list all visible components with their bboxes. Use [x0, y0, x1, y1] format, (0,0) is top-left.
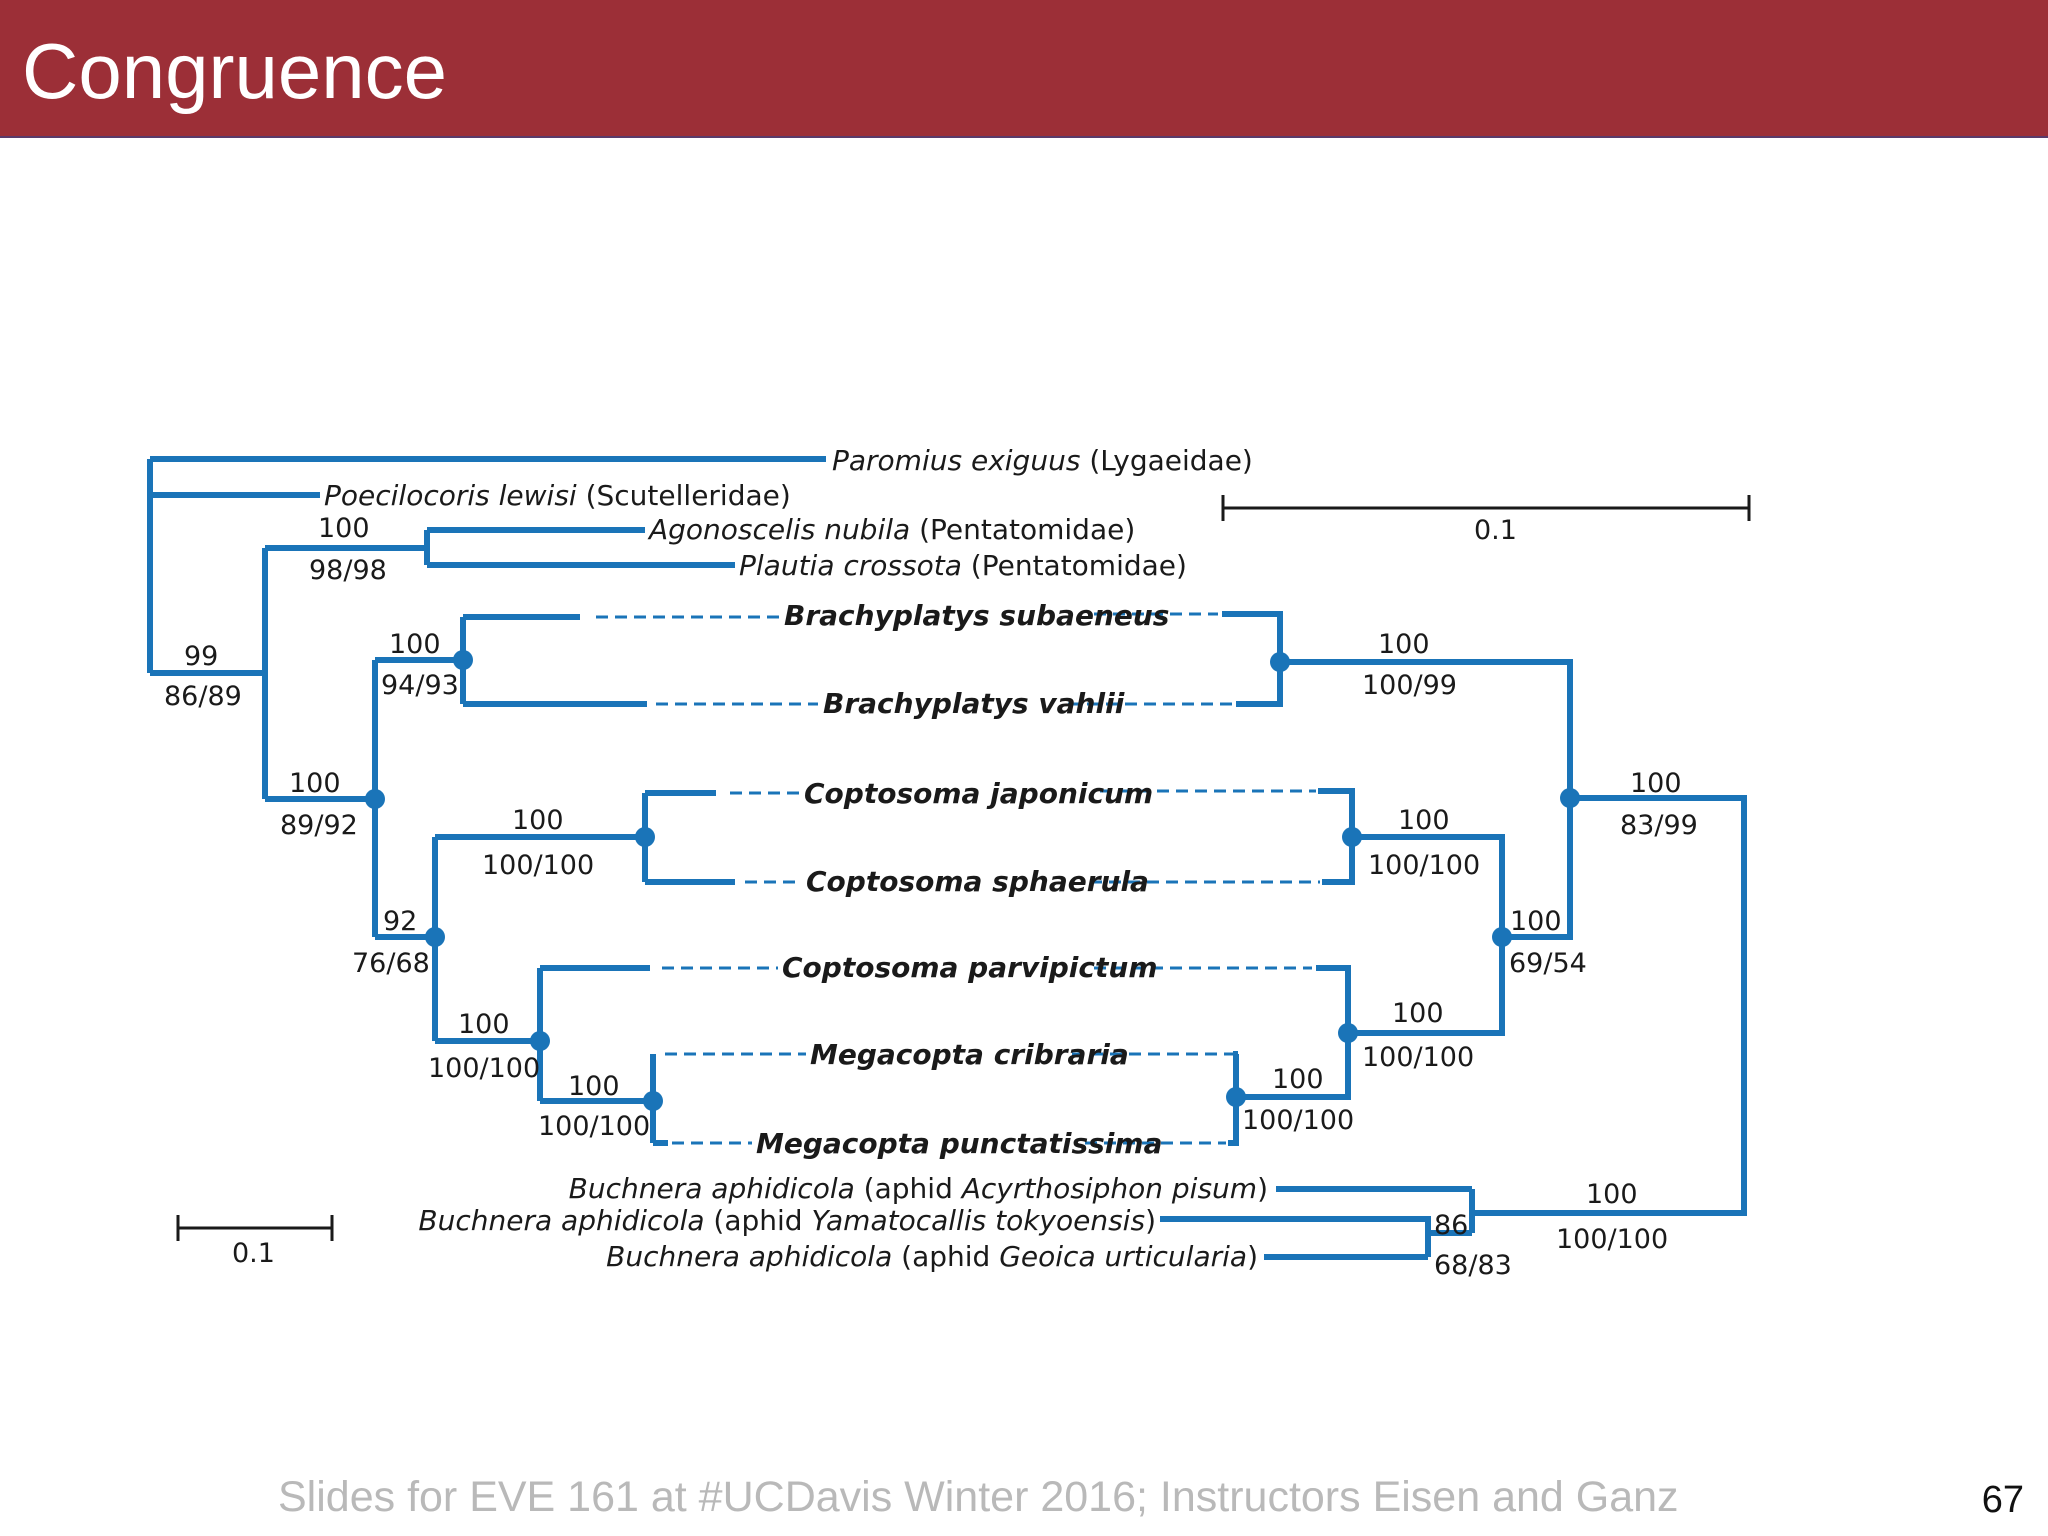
- host-scale-line: [176, 1215, 334, 1241]
- host-scale-label: 0.1: [232, 1238, 275, 1269]
- taxon-label-c-sphaerula: Coptosoma sphaerula: [806, 865, 1149, 898]
- sym-node-brachyplatys: [1270, 652, 1290, 672]
- support-bottom: 98/98: [309, 555, 387, 586]
- support-bottom: 100/99: [1362, 670, 1457, 701]
- host-node-megaclade: [530, 1031, 550, 1051]
- symbiont-scale-bar: 0.1: [1221, 495, 1751, 546]
- sym-branch-c-sphaerula: [1322, 837, 1355, 885]
- sym-branch-megaclade-to-node: [1348, 937, 1505, 1036]
- sym-branch-m-cribraria: [1233, 1051, 1239, 1097]
- host-node-megacopta: [643, 1091, 663, 1111]
- support-top: 100: [1392, 998, 1444, 1029]
- sym-node-coptosoma: [1342, 827, 1362, 847]
- taxon-labels: Paromius exiguus (Lygaeidae) Poecilocori…: [324, 444, 1268, 1273]
- sym-branch-root-to-buchnera: [1472, 795, 1747, 1216]
- support-top: 100: [568, 1071, 620, 1102]
- sym-branch-megacopta-to-node: [1236, 1033, 1351, 1100]
- sym-branch-m-punctatissima: [1228, 1097, 1239, 1146]
- symbiont-tree: [1160, 611, 1747, 1260]
- taxon-label-c-parvipictum: Coptosoma parvipictum: [782, 951, 1158, 984]
- host-node-brachyplatys: [453, 650, 473, 670]
- taxon-label-buchnera-geoica: Buchnera aphidicola (aphid Geoica urticu…: [606, 1240, 1258, 1273]
- taxon-label-poecilocoris: Poecilocoris lewisi (Scutelleridae): [324, 479, 791, 512]
- support-bottom: 100/100: [1362, 1042, 1474, 1073]
- support-bottom: 68/83: [1434, 1250, 1512, 1281]
- symbiont-support-values: 100 100/99 100 83/99 100 100/100 100 69/…: [1242, 629, 1698, 1281]
- support-top: 100: [1272, 1064, 1324, 1095]
- support-bottom: 94/93: [381, 670, 459, 701]
- sym-branch-b-vahlii: [1236, 662, 1283, 707]
- support-top: 100: [1586, 1179, 1638, 1210]
- support-top: 100: [1398, 805, 1450, 836]
- support-bottom: 89/92: [280, 810, 358, 841]
- host-node-plataspid: [365, 789, 385, 809]
- support-bottom: 76/68: [352, 948, 430, 979]
- support-bottom: 86/89: [164, 681, 242, 712]
- taxon-label-b-subaeneus: Brachyplatys subaeneus: [784, 599, 1169, 632]
- sym-branch-plataspid-to-root: [1502, 798, 1573, 940]
- support-bottom: 69/54: [1509, 948, 1587, 979]
- support-bottom: 100/100: [428, 1053, 540, 1084]
- taxon-label-m-cribraria: Megacopta cribraria: [810, 1038, 1129, 1071]
- sym-branch-c-japonicum: [1318, 788, 1355, 837]
- taxon-label-buchnera-acyrthosiphon: Buchnera aphidicola (aphid Acyrthosiphon…: [569, 1172, 1268, 1205]
- support-top: 99: [184, 641, 218, 672]
- page-number: 67: [1981, 1479, 2024, 1521]
- sym-node-root: [1560, 788, 1580, 808]
- support-bottom: 100/100: [538, 1111, 650, 1142]
- symbiont-scale-label: 0.1: [1474, 515, 1517, 546]
- sym-node-megacopta: [1226, 1087, 1246, 1107]
- support-top: 100: [458, 1009, 510, 1040]
- host-tree: [147, 456, 826, 1146]
- support-top: 100: [1510, 906, 1562, 937]
- sym-node-plataspid: [1492, 927, 1512, 947]
- support-bottom: 83/99: [1620, 810, 1698, 841]
- support-top: 86: [1434, 1210, 1468, 1241]
- taxon-label-c-japonicum: Coptosoma japonicum: [804, 777, 1153, 810]
- sym-branch-coptosoma-to-node: [1352, 834, 1505, 937]
- association-lines: [596, 612, 1320, 1145]
- support-top: 100: [389, 629, 441, 660]
- support-bottom: 100/100: [1368, 850, 1480, 881]
- slide-title: Congruence: [22, 27, 447, 115]
- support-bottom: 100/100: [1242, 1105, 1354, 1136]
- support-top: 100: [318, 513, 370, 544]
- sym-branch-b-yamatocallis: [1160, 1216, 1431, 1257]
- title-bar: Congruence: [0, 0, 2048, 138]
- taxon-label-paromius: Paromius exiguus (Lygaeidae): [832, 444, 1253, 477]
- taxon-label-plautia: Plautia crossota (Pentatomidae): [739, 549, 1187, 582]
- support-bottom: 100/100: [482, 850, 594, 881]
- slide-footer: Slides for EVE 161 at #UCDavis Winter 20…: [278, 1473, 1679, 1521]
- taxon-label-buchnera-yamatocallis: Buchnera aphidicola (aphid Yamatocallis …: [418, 1204, 1156, 1237]
- taxon-label-b-vahlii: Brachyplatys vahlii: [823, 687, 1125, 720]
- symbiont-scale-line: [1221, 495, 1751, 521]
- host-support-values: 100 98/98 99 86/89 100 94/93 100 89/92 1…: [164, 513, 650, 1142]
- sym-branch-c-parvipictum: [1316, 965, 1351, 1033]
- host-node-node92: [425, 927, 445, 947]
- taxon-label-agonoscelis: Agonoscelis nubila (Pentatomidae): [647, 513, 1135, 546]
- support-bottom: 100/100: [1556, 1224, 1668, 1255]
- support-top: 100: [512, 805, 564, 836]
- sym-branch-b-subaeneus: [1222, 611, 1283, 662]
- support-top: 100: [289, 768, 341, 799]
- host-scale-bar: 0.1: [176, 1215, 334, 1269]
- support-top: 100: [1378, 629, 1430, 660]
- sym-node-megaclade: [1338, 1023, 1358, 1043]
- taxon-label-m-punctatissima: Megacopta punctatissima: [756, 1127, 1162, 1160]
- sym-branch-brachyplatys-to-root: [1280, 659, 1573, 798]
- support-top: 92: [383, 906, 417, 937]
- support-top: 100: [1630, 768, 1682, 799]
- host-node-coptosoma: [635, 827, 655, 847]
